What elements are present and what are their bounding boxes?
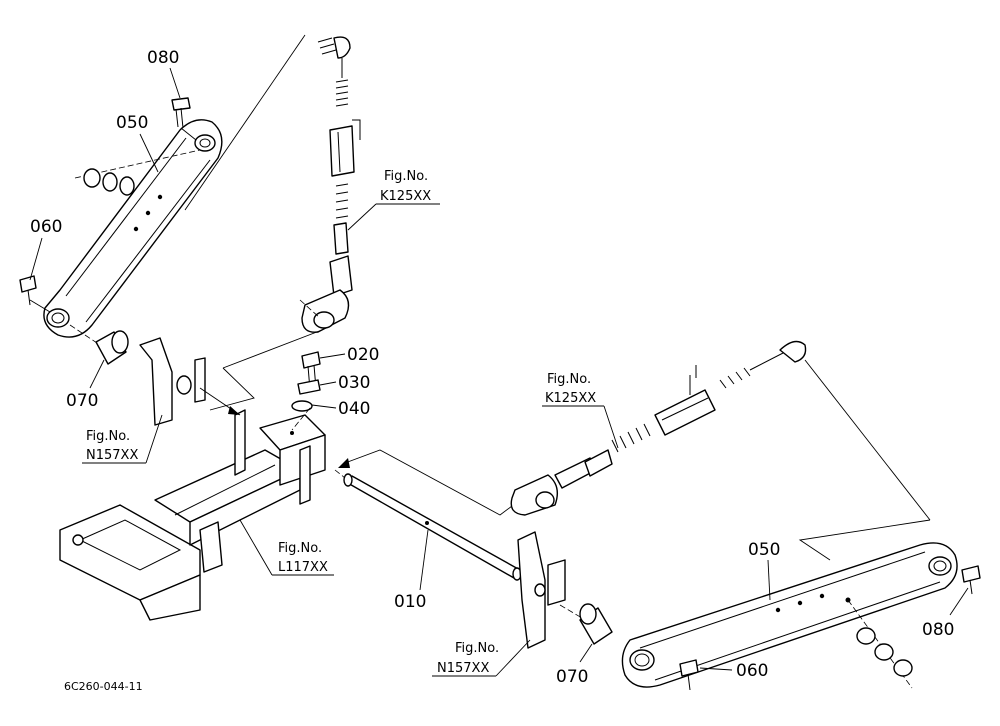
leader-left-rod	[222, 329, 323, 369]
washer-040	[291, 400, 337, 412]
label-080-right: 080	[922, 620, 954, 640]
right-link-hardware	[847, 599, 913, 689]
leader-070-left	[89, 359, 105, 389]
drawing-code: 6C260-044-11	[64, 680, 143, 693]
bolt-axis	[291, 407, 311, 431]
arrow-head-1	[228, 406, 240, 415]
arrow-head-2	[338, 458, 350, 468]
ref-k125-left-prefix: Fig.No.	[384, 169, 428, 184]
ref-k125-right-prefix: Fig.No.	[547, 372, 591, 387]
ref-l117-code: L117XX	[278, 560, 328, 575]
leader-070-right	[579, 643, 593, 663]
ref-n157-right-prefix: Fig.No.	[455, 641, 499, 656]
leader-050-right	[767, 559, 771, 601]
upper-lift-rod	[299, 36, 361, 333]
label-060-left: 060	[30, 217, 62, 237]
label-050-right: 050	[748, 540, 780, 560]
ref-n157-left-code: N157XX	[86, 448, 138, 463]
label-050-left: 050	[116, 113, 148, 133]
right-pin-080	[961, 565, 981, 595]
ref-k125-left-code: K125XX	[380, 189, 431, 204]
label-060-right: 060	[736, 661, 768, 681]
label-010: 010	[394, 592, 426, 612]
label-020: 020	[347, 345, 379, 365]
label-030: 030	[338, 373, 370, 393]
right-lift-rod	[510, 340, 807, 516]
cross-shaft	[334, 469, 522, 581]
ref-n157-right-code: N157XX	[437, 661, 489, 676]
ref-l117: Fig.No. L117XX	[239, 519, 334, 576]
left-lower-link-hardware	[74, 149, 201, 196]
leader-050-left	[139, 133, 159, 173]
leader-right-rod-2	[798, 519, 931, 561]
bolt-020	[301, 351, 346, 391]
ref-k125-right: Fig.No. K125XX	[542, 372, 619, 449]
left-collar-070	[69, 324, 129, 365]
ref-n157-left: Fig.No. N157XX	[82, 414, 163, 464]
label-080-left: 080	[147, 48, 179, 68]
left-lower-link	[43, 119, 223, 338]
leader-left-rod-2	[209, 367, 255, 411]
ref-l117-prefix: Fig.No.	[278, 541, 322, 556]
leader-080-left	[169, 67, 181, 99]
ref-n157-right: Fig.No. N157XX	[432, 639, 531, 677]
nut-030	[297, 379, 337, 395]
right-collar-070	[559, 603, 613, 645]
ref-n157-left-prefix: Fig.No.	[86, 429, 130, 444]
right-pin-060	[679, 659, 699, 691]
label-070-right: 070	[556, 667, 588, 687]
center-frame	[59, 337, 326, 621]
left-pin-060	[19, 275, 51, 313]
leader-060-left	[29, 237, 43, 281]
leader-shaft	[344, 449, 521, 516]
leader-080-right	[949, 587, 969, 616]
right-lower-link	[621, 542, 958, 688]
leader-010	[419, 529, 429, 591]
ref-k125-right-code: K125XX	[545, 391, 596, 406]
leader-060-right	[699, 667, 733, 671]
label-040: 040	[338, 399, 370, 419]
left-pin-080	[171, 97, 197, 141]
ref-k125-left: Fig.No. K125XX	[347, 169, 440, 231]
leader-right-rod	[804, 359, 931, 521]
right-bracket	[517, 531, 566, 649]
leader-upper-rod	[184, 34, 306, 211]
label-070-left: 070	[66, 391, 98, 411]
